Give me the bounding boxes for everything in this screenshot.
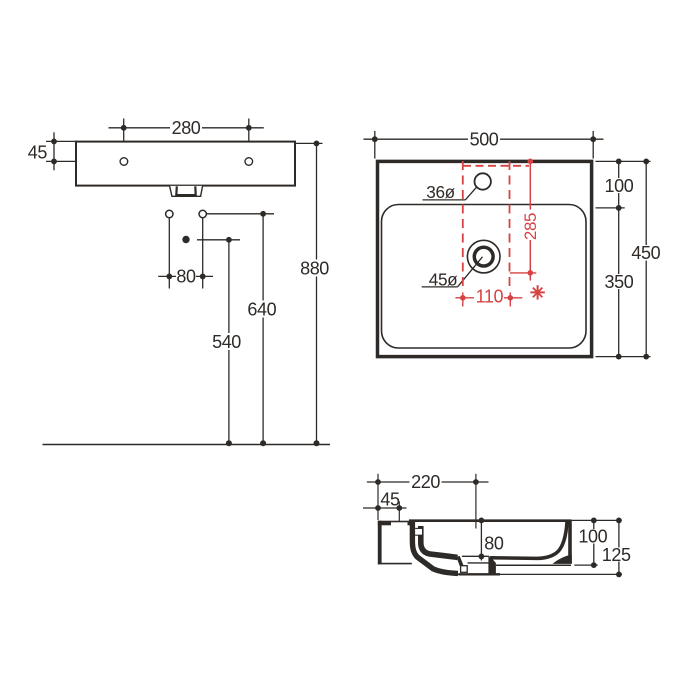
svg-text:45: 45	[380, 490, 400, 510]
svg-text:45ø: 45ø	[429, 269, 458, 289]
svg-text:220: 220	[411, 472, 440, 492]
svg-text:110: 110	[476, 287, 504, 307]
svg-text:450: 450	[631, 243, 660, 263]
svg-text:350: 350	[604, 272, 633, 292]
svg-text:80: 80	[484, 534, 504, 554]
svg-text:45: 45	[28, 143, 48, 163]
svg-text:285: 285	[521, 213, 540, 240]
svg-text:36ø: 36ø	[426, 182, 455, 202]
svg-text:540: 540	[212, 332, 241, 352]
svg-text:280: 280	[172, 118, 201, 138]
svg-text:80: 80	[176, 267, 196, 287]
svg-text:640: 640	[247, 300, 276, 320]
svg-text:500: 500	[470, 130, 499, 150]
svg-text:100: 100	[578, 527, 607, 547]
svg-text:100: 100	[604, 176, 633, 196]
svg-text:125: 125	[602, 545, 631, 565]
svg-text:880: 880	[300, 259, 329, 279]
